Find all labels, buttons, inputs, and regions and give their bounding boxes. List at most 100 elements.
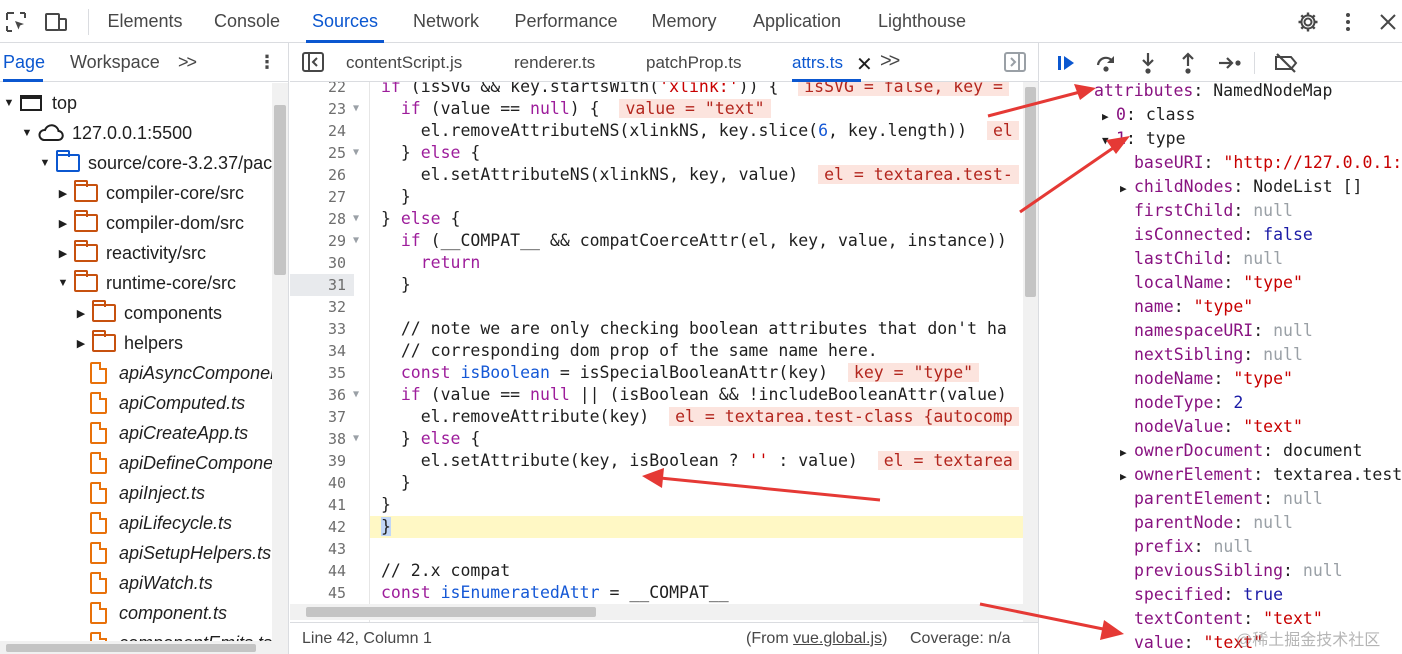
expanded-arrow-icon[interactable]: ▼ [21,127,33,139]
step-icon[interactable] [1216,49,1244,77]
tab-elements[interactable]: Elements [107,11,183,31]
line-number[interactable]: 27 [327,188,346,206]
current-code-line[interactable]: 42} [290,516,1023,538]
code-line[interactable]: 34 // corresponding dom prop of the same… [290,340,1023,362]
editor-tab[interactable]: renderer.ts [514,53,596,72]
expanded-arrow-icon[interactable]: ▼ [1102,134,1109,147]
tab-application[interactable]: Application [752,11,842,31]
navigator-menu-icon[interactable]: ⋮ [258,52,276,72]
toggle-navigator-icon[interactable] [302,52,324,77]
code-line[interactable]: 29▼ if (__COMPAT__ && compatCoerceAttr(e… [290,230,1023,252]
tab-sources[interactable]: Sources [306,0,384,43]
step-over-icon[interactable] [1092,49,1120,77]
tree-file[interactable]: apiLifecycle.ts [90,508,232,538]
code-line[interactable]: 44// 2.x compat [290,560,1023,582]
step-into-icon[interactable] [1134,49,1162,77]
tree-item-helpers[interactable]: ▶ helpers [74,328,183,358]
line-number[interactable]: 30 [327,254,346,272]
collapsed-arrow-icon[interactable]: ▶ [1120,446,1127,459]
more-tabs-icon[interactable]: >> [178,52,197,72]
line-number[interactable]: 42 [327,518,346,536]
device-toggle-icon[interactable] [42,8,70,36]
editor-scrollbar[interactable] [1025,87,1036,297]
more-tabs-icon[interactable]: >> [880,50,900,72]
editor-tab[interactable]: patchProp.ts [646,53,742,72]
code-line[interactable]: 35 const isBoolean = isSpecialBooleanAtt… [290,362,1023,384]
tab-console[interactable]: Console [213,11,281,31]
tree-item-compiler-core[interactable]: ▶ compiler-core/src [56,178,244,208]
tab-workspace[interactable]: Workspace [70,52,160,72]
collapsed-arrow-icon[interactable]: ▶ [76,307,86,320]
editor-tab-active[interactable]: attrs.ts [792,43,862,82]
expanded-arrow-icon[interactable]: ▼ [3,97,15,109]
code-line[interactable]: 41} [290,494,1023,516]
line-number[interactable]: 41 [327,496,346,514]
tree-item-source[interactable]: ▼ source/core-3.2.37/packages [38,148,288,178]
code-line[interactable]: 28▼} else { [290,208,1023,230]
collapsed-arrow-icon[interactable]: ▶ [1120,182,1127,195]
code-line[interactable]: 31 } [290,274,1023,296]
line-number[interactable]: 35 [327,364,346,382]
expanded-arrow-icon[interactable]: ▼ [57,277,69,289]
tab-page[interactable]: Page [3,43,45,82]
tree-file[interactable]: apiDefineComponent.ts [90,448,288,478]
tree-file[interactable]: apiSetupHelpers.ts [90,538,271,568]
tree-file[interactable]: component.ts [90,598,227,628]
tab-lighthouse[interactable]: Lighthouse [877,11,967,31]
code-line[interactable]: 40 } [290,472,1023,494]
code-line[interactable]: 39 el.setAttribute(key, isBoolean ? '' :… [290,450,1023,472]
code-line[interactable]: 33 // note we are only checking boolean … [290,318,1023,340]
source-origin-link[interactable]: vue.global.js [793,630,883,647]
scope-property-row[interactable]: ▶ownerDocument: document [1120,439,1363,463]
tree-file[interactable]: apiInject.ts [90,478,205,508]
scope-property-row[interactable]: ▼attributes: NamedNodeMap [1080,79,1332,103]
tab-memory[interactable]: Memory [651,11,717,31]
code-line[interactable]: 24 el.removeAttributeNS(xlinkNS, key.sli… [290,120,1023,142]
collapsed-arrow-icon[interactable]: ▶ [58,187,68,200]
scope-property-row[interactable]: ▶childNodes: NodeList [] [1120,175,1363,199]
line-number[interactable]: 28 [327,210,346,228]
deactivate-breakpoints-icon[interactable] [1272,49,1300,77]
close-icon[interactable] [1374,8,1402,36]
tree-file[interactable]: apiCreateApp.ts [90,418,248,448]
tree-file[interactable]: apiComputed.ts [90,388,245,418]
collapsed-arrow-icon[interactable]: ▶ [58,247,68,260]
line-number[interactable]: 24 [327,122,346,140]
tree-item-runtime-core[interactable]: ▼ runtime-core/src [56,268,236,298]
line-number[interactable]: 38 [327,430,346,448]
tree-item-components[interactable]: ▶ components [74,298,222,328]
line-number[interactable]: 36 [327,386,346,404]
editor-hscrollbar[interactable] [306,607,596,617]
code-line[interactable]: 26 el.setAttributeNS(xlinkNS, key, value… [290,164,1023,186]
step-out-icon[interactable] [1174,49,1202,77]
line-number[interactable]: 40 [327,474,346,492]
collapsed-arrow-icon[interactable]: ▶ [1120,470,1127,483]
scope-property-row[interactable]: ▶0: class [1102,103,1195,127]
tab-performance[interactable]: Performance [514,11,618,31]
line-number[interactable]: 25 [327,144,346,162]
settings-icon[interactable] [1294,8,1322,36]
line-number[interactable]: 44 [327,562,346,580]
code-line[interactable]: 27 } [290,186,1023,208]
code-line[interactable]: 30 return [290,252,1023,274]
resume-icon[interactable] [1052,49,1080,77]
line-number[interactable]: 22 [327,82,346,96]
tree-item-compiler-dom[interactable]: ▶ compiler-dom/src [56,208,244,238]
tree-item-reactivity[interactable]: ▶ reactivity/src [56,238,206,268]
expanded-arrow-icon[interactable]: ▼ [39,157,51,169]
line-number[interactable]: 33 [327,320,346,338]
code-line[interactable]: 25▼ } else { [290,142,1023,164]
line-number[interactable]: 31 [327,276,346,294]
code-line[interactable]: 38▼ } else { [290,428,1023,450]
tab-network[interactable]: Network [412,11,479,31]
line-number[interactable]: 34 [327,342,346,360]
collapsed-arrow-icon[interactable]: ▶ [76,337,86,350]
line-number[interactable]: 45 [327,584,346,602]
editor-tab[interactable]: contentScript.js [346,53,463,72]
code-line[interactable]: 32 [290,296,1023,318]
toggle-debugger-icon[interactable] [1004,52,1026,77]
more-icon[interactable] [1334,8,1362,36]
